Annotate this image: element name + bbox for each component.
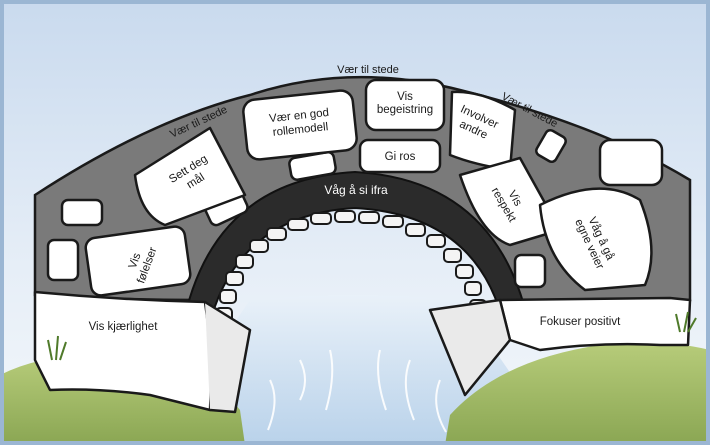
inner-arch-text: Våg å si ifra: [324, 183, 388, 197]
rim-text-top: Vær til stede: [337, 64, 399, 76]
label-gi-ros: Gi ros: [385, 151, 416, 163]
label-fokuser-positivt: Fokuser positivt: [540, 316, 621, 328]
label-vis-kjaerlighet: Vis kjærlighet: [89, 321, 159, 333]
